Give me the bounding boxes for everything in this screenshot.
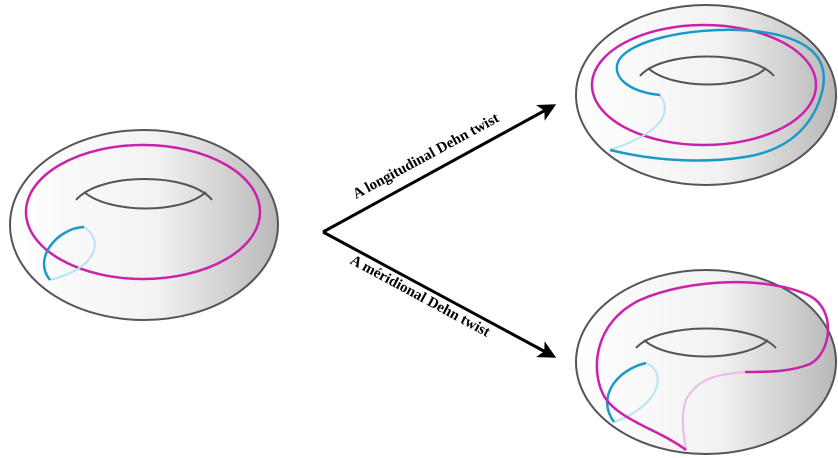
arrow-down [322, 230, 557, 358]
torus-outline [9, 129, 279, 321]
meridian-curve-front [609, 28, 825, 162]
longitude-curve [590, 23, 818, 147]
torus-hole-lower [647, 67, 767, 86]
torus-hole-lower [83, 191, 207, 210]
meridional-twist-result [575, 269, 837, 455]
longitudinal-twist-result [575, 4, 837, 186]
arrow-up [322, 104, 557, 234]
arrows [322, 104, 557, 358]
meridional-twist-label: A méridional Dehn twist [347, 252, 492, 340]
meridian-curve-front [606, 361, 647, 423]
meridian-curve-back [609, 94, 666, 151]
longitude-curve-front [595, 281, 830, 451]
longitude-curve-back [681, 371, 746, 451]
longitudinal-twist-label: A longitudinal Dehn twist [350, 110, 502, 202]
torus-hole-upper [75, 178, 213, 201]
meridian-curve-back [49, 226, 96, 281]
original-torus [9, 129, 279, 321]
torus-outline [575, 4, 837, 186]
longitude-curve [24, 143, 262, 281]
meridian-curve-front [42, 225, 85, 281]
torus-hole-upper [639, 55, 775, 77]
torus-outline [575, 269, 837, 455]
torus-hole-lower [643, 339, 769, 358]
torus-hole-upper [635, 327, 777, 349]
